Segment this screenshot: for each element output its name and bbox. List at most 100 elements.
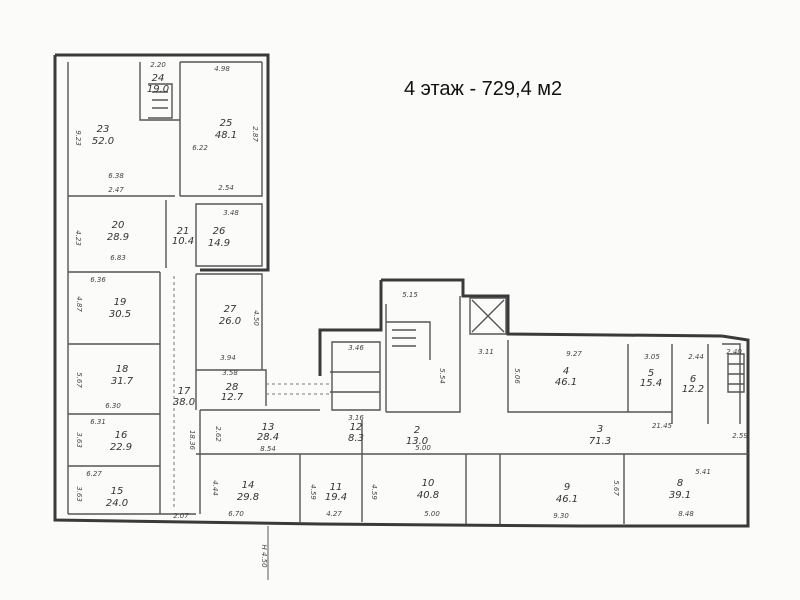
room-label: 515.4 xyxy=(640,368,662,389)
dimension-label: 18.36 xyxy=(188,430,196,451)
svg-text:11: 11 xyxy=(330,482,343,493)
svg-text:15: 15 xyxy=(111,486,124,497)
room-label: 371.3 xyxy=(589,424,611,447)
dimension-label: 5.67 xyxy=(612,480,620,496)
dimension-label: 3.11 xyxy=(478,348,494,356)
dimension-label: 4.50 xyxy=(252,310,260,326)
room-label: 612.2 xyxy=(682,374,704,395)
svg-text:23: 23 xyxy=(97,124,110,135)
svg-text:4: 4 xyxy=(563,366,569,377)
dimension-label: 2.54 xyxy=(218,184,234,192)
outer-walls xyxy=(53,53,750,528)
dimension-label: 4.59 xyxy=(370,484,378,500)
svg-text:24.0: 24.0 xyxy=(106,498,128,509)
dimension-label: 2.20 xyxy=(150,61,166,69)
svg-text:15.4: 15.4 xyxy=(640,378,662,389)
dimension-label: 5.67 xyxy=(75,372,83,388)
dimension-label: 21.45 xyxy=(652,422,673,430)
dimension-label: 3.63 xyxy=(75,432,83,448)
svg-text:46.1: 46.1 xyxy=(556,494,578,505)
dimension-label: 2.40 xyxy=(726,348,742,356)
dimension-label: 5.54 xyxy=(438,368,446,384)
room-label: 946.1 xyxy=(556,482,578,505)
dimension-label: 5.06 xyxy=(513,368,521,384)
dimension-label: 4.27 xyxy=(326,510,342,518)
dimension-label: 6.27 xyxy=(86,470,102,478)
dimension-label: 2.87 xyxy=(251,126,259,142)
dimension-label: 4.98 xyxy=(214,65,230,73)
room-label: 128.3 xyxy=(348,422,364,444)
svg-text:39.1: 39.1 xyxy=(669,490,691,501)
dimension-label: 3.58 xyxy=(222,369,238,377)
dimension-labels: 2.20 4.98 9.23 6.38 2.47 6.22 2.54 2.87 … xyxy=(74,61,748,520)
svg-text:46.1: 46.1 xyxy=(555,377,577,388)
dimension-label: 3.16 xyxy=(348,414,364,422)
svg-text:16: 16 xyxy=(115,430,128,441)
partitions xyxy=(67,61,748,524)
dimension-label: 6.36 xyxy=(90,276,106,284)
dimension-label: 6.30 xyxy=(105,402,121,410)
dimension-label: 3.94 xyxy=(220,354,236,362)
dimension-label: 5.15 xyxy=(402,291,418,299)
svg-text:30.5: 30.5 xyxy=(109,309,131,320)
svg-text:19: 19 xyxy=(114,297,127,308)
svg-text:29.8: 29.8 xyxy=(237,492,259,503)
dimension-label: 5.00 xyxy=(424,510,440,518)
svg-text:21: 21 xyxy=(177,226,190,237)
svg-text:26.0: 26.0 xyxy=(219,316,241,327)
dimension-label: 3.05 xyxy=(644,353,660,361)
dimension-label: 4.59 xyxy=(309,484,317,500)
dimension-label: 6.83 xyxy=(110,254,126,262)
dimension-label: 4.87 xyxy=(75,296,83,312)
dimension-label: 6.31 xyxy=(90,418,106,426)
dimension-label: 8.54 xyxy=(260,445,276,453)
svg-text:52.0: 52.0 xyxy=(92,136,114,147)
room-label: 213.0 xyxy=(406,425,428,447)
dimension-label: 4.23 xyxy=(74,230,82,246)
dimension-label: 6.22 xyxy=(192,144,208,152)
dimension-label: 9.27 xyxy=(566,350,582,358)
dimension-label: 2.07 xyxy=(173,512,189,520)
dimension-label: 3.48 xyxy=(223,209,239,217)
svg-text:3: 3 xyxy=(597,424,603,435)
dimension-label: 9.30 xyxy=(553,512,569,520)
svg-text:17: 17 xyxy=(178,386,191,397)
dimension-label: 2.62 xyxy=(214,426,222,442)
svg-text:19.0: 19.0 xyxy=(147,84,169,95)
dimension-label: 9.23 xyxy=(74,130,82,146)
svg-text:19.4: 19.4 xyxy=(325,492,347,503)
dimension-label: 6.70 xyxy=(228,510,244,518)
dimension-label: 3.46 xyxy=(348,344,364,352)
svg-text:27: 27 xyxy=(224,304,237,315)
svg-text:22.9: 22.9 xyxy=(110,442,132,453)
svg-text:5: 5 xyxy=(648,368,654,379)
svg-text:28.9: 28.9 xyxy=(107,232,129,243)
svg-text:8.3: 8.3 xyxy=(348,433,364,444)
svg-text:13.0: 13.0 xyxy=(406,436,428,447)
dimension-label: 4.44 xyxy=(211,480,219,496)
dimension-label: 6.38 xyxy=(108,172,124,180)
svg-text:26: 26 xyxy=(213,226,226,237)
svg-text:12.2: 12.2 xyxy=(682,384,704,395)
svg-text:71.3: 71.3 xyxy=(589,436,611,447)
dimension-label: 5.41 xyxy=(695,468,711,476)
svg-text:48.1: 48.1 xyxy=(215,130,237,141)
svg-text:8: 8 xyxy=(677,478,683,489)
dimension-label: 2.44 xyxy=(688,353,704,361)
svg-text:28.4: 28.4 xyxy=(257,432,279,443)
room-label: 839.1 xyxy=(669,478,691,501)
svg-text:25: 25 xyxy=(220,118,233,129)
svg-text:13: 13 xyxy=(262,422,275,433)
